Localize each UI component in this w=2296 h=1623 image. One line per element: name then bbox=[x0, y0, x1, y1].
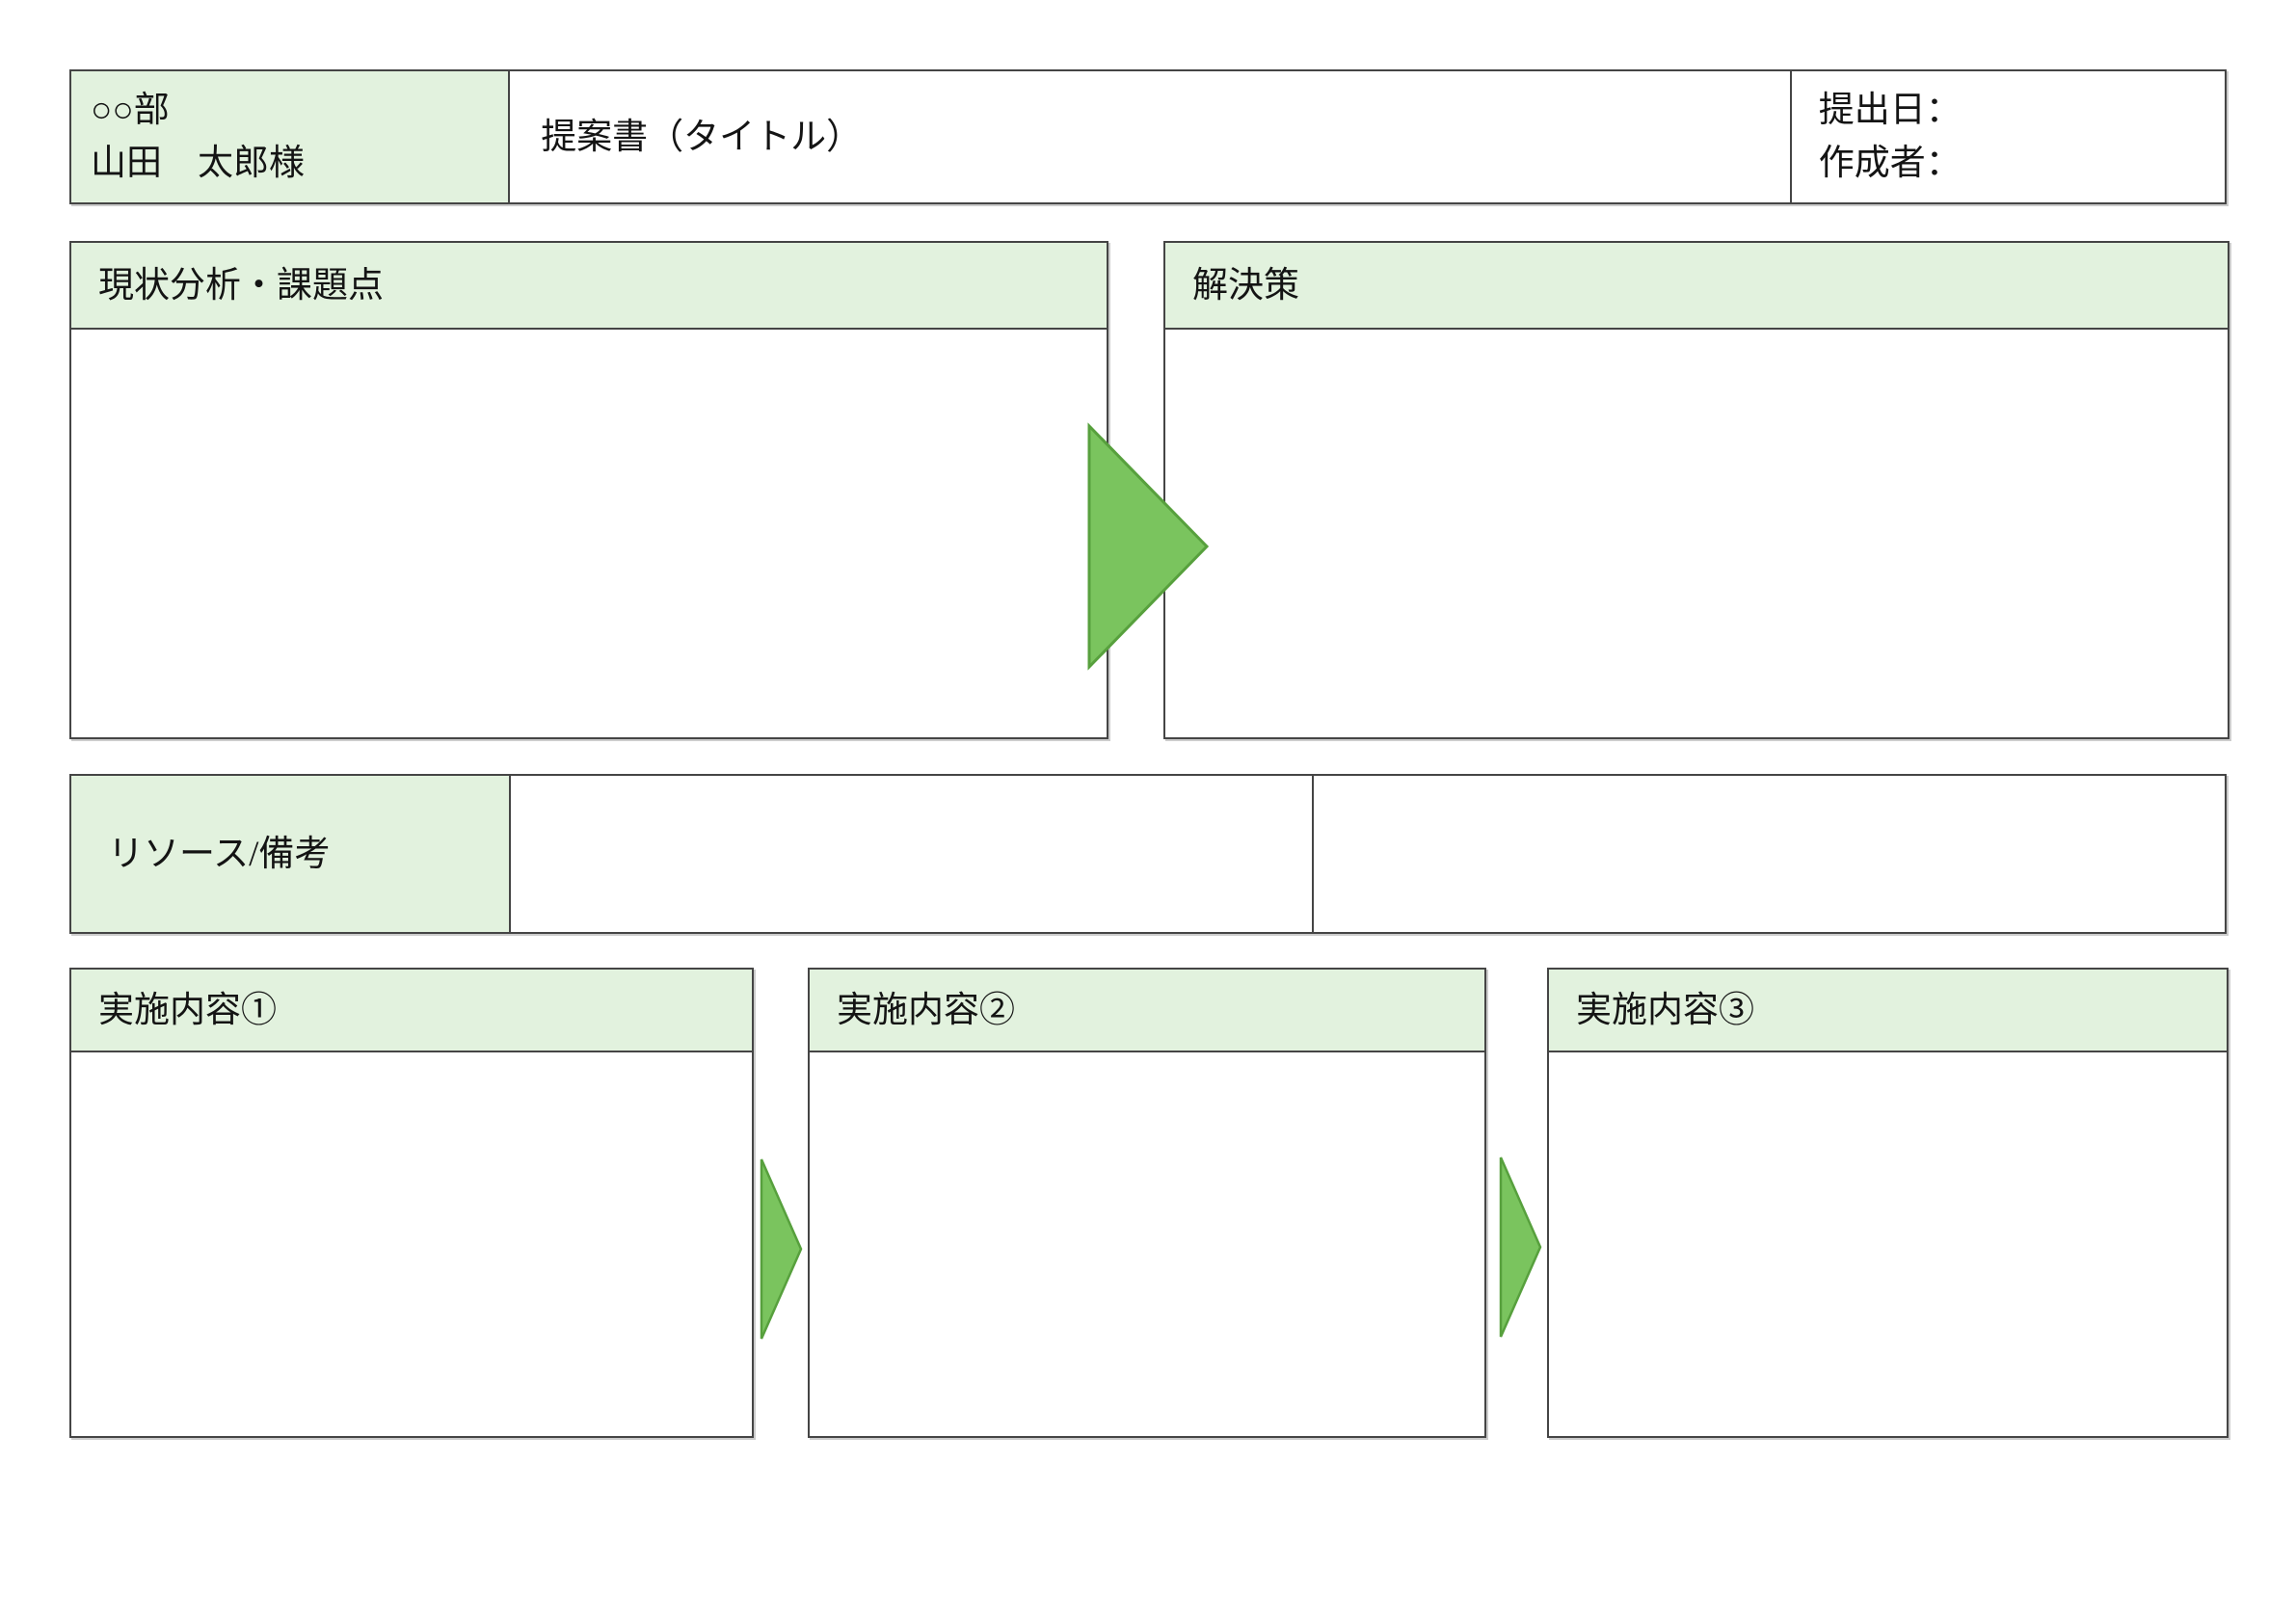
action-panel-1: 実施内容① bbox=[69, 968, 754, 1438]
recipient-cell: ○○部 山田 太郎様 bbox=[71, 71, 509, 202]
action-3-heading: 実施内容③ bbox=[1549, 970, 2227, 1052]
resources-note-left-field[interactable] bbox=[508, 776, 1312, 932]
flow-arrow-icon bbox=[1499, 1157, 1542, 1338]
action-3-content-field[interactable] bbox=[1549, 1052, 2227, 1436]
flow-arrow-icon bbox=[760, 1158, 803, 1340]
resources-label: リソース/備考 bbox=[108, 834, 331, 874]
title-cell: 提案書（タイトル） bbox=[508, 71, 1790, 202]
submission-date-label: 提出日： bbox=[1818, 91, 1962, 130]
action-1-content-field[interactable] bbox=[71, 1052, 752, 1436]
analysis-heading: 現状分析・課題点 bbox=[71, 243, 1107, 330]
recipient-name: 山田 太郎様 bbox=[91, 144, 305, 183]
action-2-heading: 実施内容② bbox=[810, 970, 1484, 1052]
flow-arrow-icon bbox=[1087, 422, 1210, 671]
analysis-panel: 現状分析・課題点 bbox=[69, 241, 1108, 739]
solution-heading: 解決策 bbox=[1165, 243, 2228, 330]
action-panel-2: 実施内容② bbox=[808, 968, 1486, 1438]
resources-note-right-field[interactable] bbox=[1311, 776, 2225, 932]
action-panel-3: 実施内容③ bbox=[1547, 968, 2229, 1438]
action-2-content-field[interactable] bbox=[810, 1052, 1484, 1436]
document-title: 提案書（タイトル） bbox=[541, 117, 863, 157]
action-1-heading: 実施内容① bbox=[71, 970, 752, 1052]
analysis-content-field[interactable] bbox=[71, 330, 1107, 737]
solution-panel: 解決策 bbox=[1163, 241, 2229, 739]
resources-row: リソース/備考 bbox=[69, 774, 2227, 934]
author-label: 作成者： bbox=[1818, 144, 1962, 183]
meta-cell: 提出日： 作成者： bbox=[1789, 71, 2225, 202]
header-row: ○○部 山田 太郎様 提案書（タイトル） 提出日： 作成者： bbox=[69, 69, 2227, 204]
resources-label-cell: リソース/備考 bbox=[71, 776, 509, 932]
solution-content-field[interactable] bbox=[1165, 330, 2228, 737]
recipient-department: ○○部 bbox=[91, 91, 170, 130]
